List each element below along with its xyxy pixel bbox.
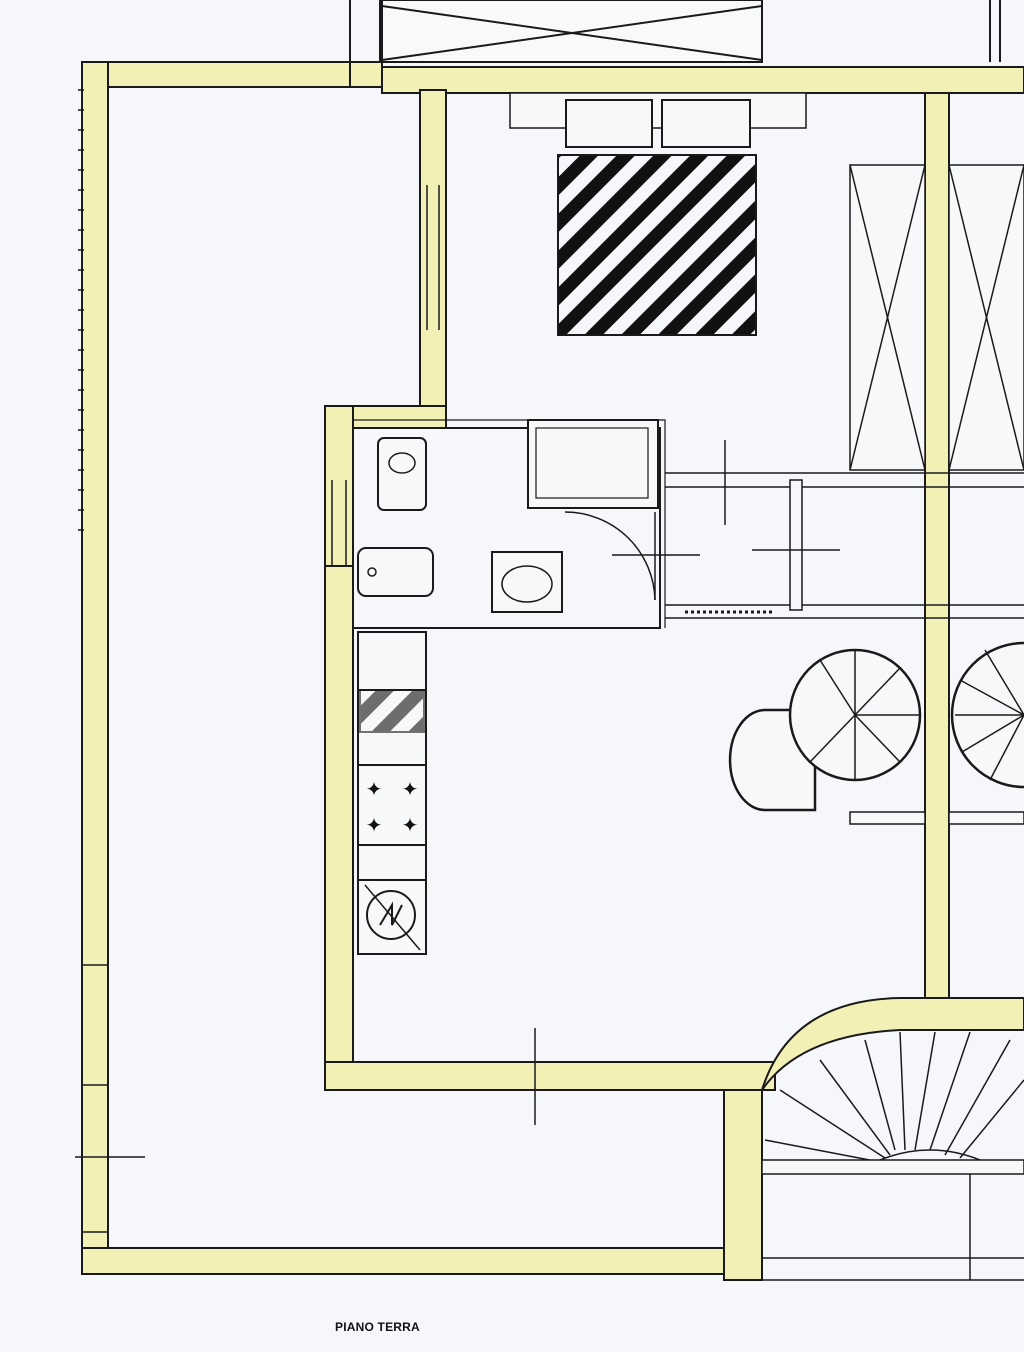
partition-window: [331, 185, 440, 565]
svg-text:✦: ✦: [402, 813, 419, 837]
walls: [81, 61, 1024, 1281]
double-bed: [509, 92, 807, 336]
pillow-right-icon: [661, 99, 751, 148]
bed-headboard: [509, 92, 807, 129]
wall-left: [81, 61, 109, 1275]
bed-mattress-hatched: [557, 154, 757, 336]
kitchen-counter: [357, 631, 427, 955]
bathroom: [353, 419, 666, 629]
svg-text:✦: ✦: [366, 777, 383, 801]
toilet-icon: [377, 437, 427, 511]
wall-top-column: [349, 61, 383, 88]
wall-bottom: [81, 1247, 725, 1275]
wall-top-main: [381, 66, 1024, 94]
entrance-stair: [761, 997, 1024, 1281]
wall-bath-left: [324, 405, 354, 569]
wall-top-left: [81, 61, 353, 88]
spiral-stair-right: [948, 641, 1024, 825]
washing-machine-icon: [364, 884, 421, 951]
left-window-ticks: [75, 89, 145, 1233]
top-neighbour-structure: [349, 0, 1001, 63]
bathroom-door-swing: [564, 511, 656, 601]
svg-text:✦: ✦: [402, 777, 419, 801]
bidet-icon: [357, 547, 434, 597]
wall-kitchen-bottom: [324, 1061, 776, 1091]
wall-right-partition: [924, 92, 950, 999]
corridor: [612, 440, 1024, 619]
spiral-stair-left: [728, 648, 926, 825]
svg-text:✦: ✦: [366, 813, 383, 837]
cooktop-icon: ✦ ✦ ✦ ✦: [366, 777, 419, 837]
pillow-left-icon: [565, 99, 653, 148]
wall-bottom-right-column: [723, 1089, 763, 1281]
wall-bedroom-left: [419, 89, 447, 429]
floor-label: PIANO TERRA: [335, 1320, 420, 1334]
sink-icon: [359, 689, 425, 733]
shower-tray-icon: [527, 419, 659, 509]
wardrobes: [849, 164, 1024, 471]
wall-kitchen-left: [324, 565, 354, 1091]
